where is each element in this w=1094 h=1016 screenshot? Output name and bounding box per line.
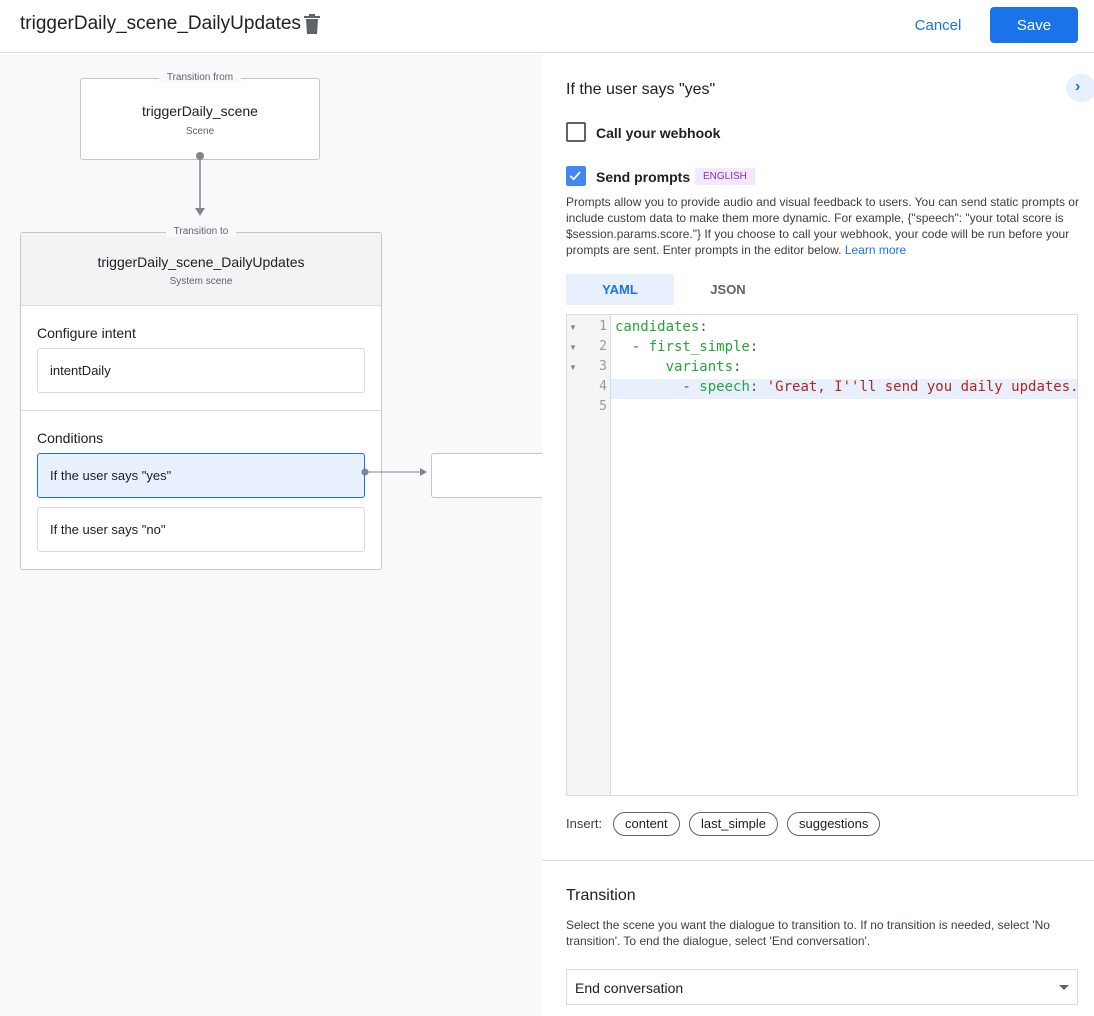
code-sep: : <box>749 339 759 355</box>
tab-json[interactable]: JSON <box>710 282 746 297</box>
connector-arrow <box>195 152 205 216</box>
insert-label: Insert: <box>566 816 603 831</box>
code-line: candidates: <box>615 319 708 335</box>
fold-arrow-icon[interactable]: ▼ <box>569 343 577 352</box>
code-line: - speech: 'Great, I''ll send you daily u… <box>615 379 1079 395</box>
check-icon <box>569 171 581 181</box>
insert-chip-last-simple[interactable]: last_simple <box>689 812 779 836</box>
dropdown-arrow-icon <box>1059 985 1069 990</box>
configure-intent-heading: Configure intent <box>37 325 136 341</box>
language-badge: ENGLISH <box>695 168 755 185</box>
code-key: first_simple <box>648 339 750 355</box>
intent-item[interactable]: intentDaily <box>37 348 365 393</box>
fold-arrow-icon[interactable]: ▼ <box>569 323 577 332</box>
code-indent: - <box>615 339 649 355</box>
line-number: 4 <box>599 379 607 394</box>
code-line: variants: <box>615 359 742 375</box>
page-title: triggerDaily_scene_DailyUpdates <box>20 13 301 34</box>
tab-yaml[interactable]: YAML <box>566 274 674 305</box>
condition-yes[interactable]: If the user says "yes" <box>37 453 365 498</box>
webhook-checkbox[interactable] <box>566 122 586 142</box>
transition-heading: Transition <box>566 887 636 904</box>
code-key: candidates <box>615 319 700 335</box>
transition-select[interactable]: End conversation <box>566 969 1078 1005</box>
insert-chip-content[interactable]: content <box>613 812 680 836</box>
transition-select-value: End conversation <box>575 980 684 996</box>
chevron-right-icon[interactable]: › <box>1066 74 1094 102</box>
description-text: Prompts allow you to provide audio and v… <box>566 195 1079 257</box>
code-sep: : <box>733 359 742 375</box>
to-scene-name: triggerDaily_scene_DailyUpdates <box>97 254 305 270</box>
target-scene-node[interactable] <box>431 453 551 498</box>
code-line: - first_simple: <box>615 339 758 355</box>
send-prompts-label: Send prompts <box>596 169 691 185</box>
transition-from-node[interactable]: Transition from triggerDaily_scene Scene <box>80 72 320 160</box>
code-indent <box>615 359 666 375</box>
header: triggerDaily_scene_DailyUpdates Cancel S… <box>0 0 1094 53</box>
from-scene-name: triggerDaily_scene <box>142 103 258 119</box>
code-value: 'Great, I''ll send you daily updates. <box>766 379 1079 395</box>
send-prompts-checkbox[interactable] <box>566 166 586 186</box>
transition-from-legend: Transition from <box>158 72 242 83</box>
code-sep: : <box>699 319 708 335</box>
line-number: 2 <box>599 339 607 354</box>
divider <box>542 860 1094 861</box>
from-scene-type: Scene <box>185 126 215 137</box>
save-button[interactable]: Save <box>990 7 1078 43</box>
editor-gutter <box>567 315 611 795</box>
condition-panel: › If the user says "yes" Call your webho… <box>542 54 1094 1016</box>
prompts-description: Prompts allow you to provide audio and v… <box>566 194 1086 258</box>
code-indent: - <box>615 379 700 395</box>
code-editor[interactable]: ▼ 1 candidates: ▼ 2 - first_simple: ▼ 3 varian… <box>566 314 1079 796</box>
code-key: variants <box>665 359 734 375</box>
line-number: 1 <box>599 319 607 334</box>
cancel-button[interactable]: Cancel <box>904 8 972 42</box>
fold-arrow-icon[interactable]: ▼ <box>569 363 577 372</box>
panel-heading: If the user says "yes" <box>566 81 716 98</box>
code-key: speech <box>699 379 750 395</box>
conditions-heading: Conditions <box>37 430 104 446</box>
transition-description: Select the scene you want the dialogue t… <box>566 918 1050 948</box>
learn-more-link[interactable]: Learn more <box>844 243 907 257</box>
webhook-label: Call your webhook <box>596 125 721 141</box>
line-number: 3 <box>599 359 607 374</box>
flow-canvas: Transition from triggerDaily_scene Scene… <box>0 54 551 1016</box>
trash-icon[interactable] <box>304 14 320 34</box>
transition-to-node: Transition to triggerDaily_scene_DailyUp… <box>20 226 382 570</box>
code-sep: : <box>749 379 767 395</box>
line-number: 5 <box>599 399 607 414</box>
transition-to-legend: Transition to <box>165 226 237 237</box>
to-scene-type: System scene <box>169 276 233 287</box>
condition-no[interactable]: If the user says "no" <box>37 507 365 552</box>
insert-chip-suggestions[interactable]: suggestions <box>787 812 881 836</box>
condition-connector <box>361 468 427 476</box>
